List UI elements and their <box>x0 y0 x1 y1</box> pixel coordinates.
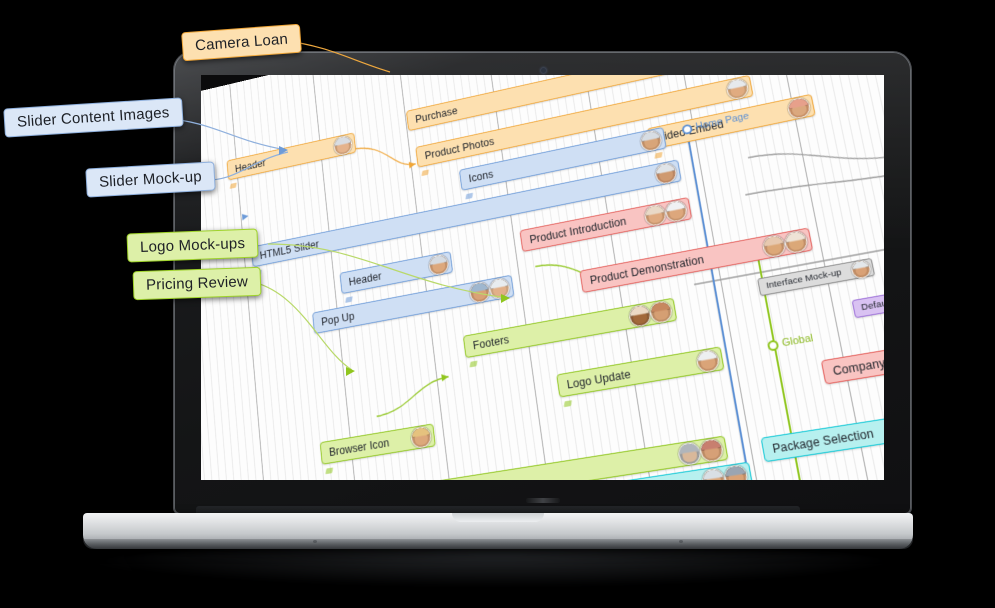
avatar <box>695 347 721 374</box>
avatar <box>427 252 450 277</box>
callout-label: Camera Loan <box>194 30 289 55</box>
bar-label: Footers <box>472 332 510 352</box>
callout-pricing-review[interactable]: Pricing Review <box>132 266 262 301</box>
bar-label: Pop Up <box>320 309 356 328</box>
laptop-lid: Header Purchase Product Photos Video Emb… <box>174 52 911 514</box>
avatar <box>468 280 491 304</box>
callout-logo-mock-ups[interactable]: Logo Mock-ups <box>126 228 259 263</box>
laptop-base <box>83 513 913 549</box>
avatar <box>627 303 653 328</box>
avatar <box>724 76 750 101</box>
avatar <box>648 299 674 325</box>
laptop-screen: Header Purchase Product Photos Video Emb… <box>201 75 884 480</box>
avatar <box>700 466 727 480</box>
avatar <box>849 258 873 280</box>
milestone-dot-icon <box>766 338 780 352</box>
bar-label: Header <box>234 156 267 175</box>
laptop-drop-shadow <box>72 546 924 588</box>
callout-label: Pricing Review <box>145 273 249 294</box>
avatar <box>663 198 689 223</box>
avatar <box>409 424 433 450</box>
lid-chin <box>525 498 560 503</box>
avatar <box>676 440 703 467</box>
avatar <box>332 133 354 157</box>
callout-label: Slider Mock-up <box>98 168 203 191</box>
avatar <box>782 229 810 255</box>
avatar <box>488 276 511 301</box>
avatar <box>761 233 788 259</box>
base-front-lip <box>83 539 913 549</box>
milestone-dot-icon <box>681 123 693 135</box>
callout-label: Logo Mock-ups <box>139 234 246 257</box>
callout-slider-content-images[interactable]: Slider Content Images <box>3 97 184 138</box>
avatar <box>643 202 668 228</box>
webcam-icon <box>540 68 546 73</box>
bar-label: Header <box>348 269 383 288</box>
base-notch <box>452 513 544 522</box>
callout-label: Slider Content Images <box>16 104 171 131</box>
avatar <box>653 160 678 186</box>
avatar <box>722 463 750 480</box>
bar-label: Icons <box>467 167 495 185</box>
gantt-chart-plane: Header Purchase Product Photos Video Emb… <box>201 75 884 480</box>
avatar <box>698 437 725 463</box>
avatar <box>639 128 663 153</box>
avatar <box>786 95 812 120</box>
